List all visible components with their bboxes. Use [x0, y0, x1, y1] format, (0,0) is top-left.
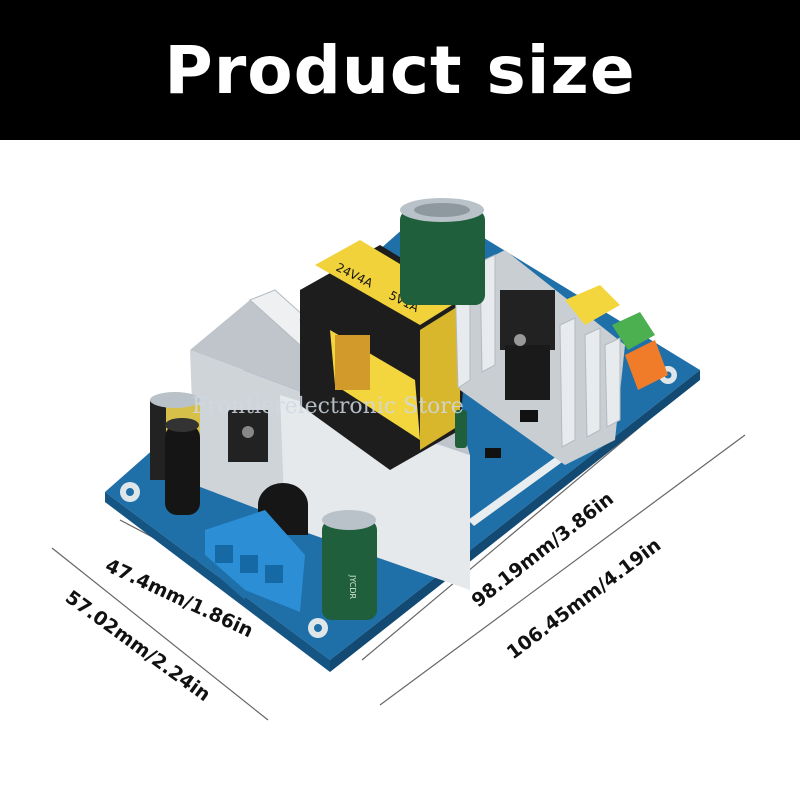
output-terminals	[565, 285, 668, 390]
capacitor-top	[400, 198, 485, 305]
transistor-right-bottom	[505, 345, 550, 400]
transformer-coil	[335, 335, 370, 390]
header-banner: Product size	[0, 0, 800, 140]
outer-width-line	[51, 547, 269, 721]
ic-chip	[485, 448, 501, 458]
terminal-green	[612, 312, 655, 350]
terminal-orange	[625, 340, 668, 390]
outer-length-line	[379, 434, 746, 706]
product-illustration: 24V4A 5V1A	[51, 198, 746, 721]
ic-chip-2	[520, 410, 538, 422]
transistor-right-top	[500, 290, 555, 350]
product-photo: 24V4A 5V1A	[0, 140, 800, 800]
store-watermark: Frontierelectronic Store	[192, 394, 464, 419]
output-yellow-cap	[565, 285, 620, 325]
capacitor-bottom: JYCDR	[322, 510, 377, 620]
small-capacitor	[455, 410, 467, 448]
input-terminal-block	[205, 510, 305, 612]
page-title: Product size	[164, 31, 636, 109]
capacitor-label: JYCDR	[348, 574, 357, 600]
inductor-left	[165, 418, 200, 515]
